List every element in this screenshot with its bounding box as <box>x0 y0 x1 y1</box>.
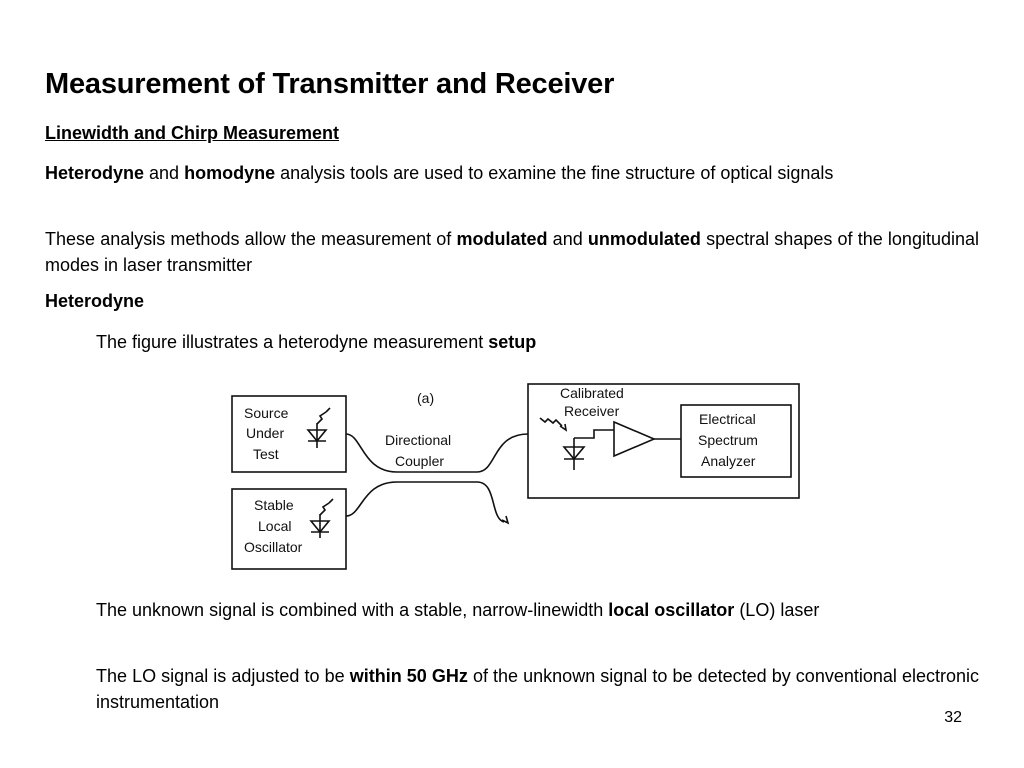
page-number: 32 <box>944 709 962 726</box>
heterodyne-setup-diagram: (a) Source Under Test Stable Local Oscil… <box>231 383 800 570</box>
fiber-lower <box>345 481 505 523</box>
lo-label-line1: Stable <box>254 497 294 513</box>
text: spectral shapes of the longitudinal mode… <box>45 229 979 275</box>
term-local-oscillator: local oscillator <box>608 600 735 620</box>
coupler-label-line1: Directional <box>385 432 451 448</box>
paragraph-lo-adjustment: The LO signal is adjusted to be within 5… <box>96 663 979 715</box>
term-modulated: modulated <box>456 229 548 249</box>
paragraph-analysis-methods: These analysis methods allow the measure… <box>45 226 979 278</box>
laser-diode-icon <box>306 407 331 448</box>
text: and <box>547 229 588 249</box>
analyzer-label-line1: Electrical <box>699 411 756 427</box>
calibrated-receiver-box <box>527 383 800 499</box>
analyzer-label-line3: Analyzer <box>701 453 756 469</box>
term-homodyne: homodyne <box>184 163 276 183</box>
term-unmodulated: unmodulated <box>587 229 701 249</box>
receiver-wire <box>574 429 614 439</box>
text: analysis tools are used to examine the f… <box>275 163 834 183</box>
text: The figure illustrates a heterodyne meas… <box>96 332 489 352</box>
panel-label: (a) <box>417 390 434 406</box>
text: The unknown signal is combined with a st… <box>96 600 609 620</box>
text: The LO signal is adjusted to be <box>96 666 350 686</box>
paragraph-figure-intro: The figure illustrates a heterodyne meas… <box>96 329 979 355</box>
slide-title: Measurement of Transmitter and Receiver <box>45 68 615 100</box>
laser-diode-icon <box>309 498 334 538</box>
fiber-end-icon <box>501 515 510 525</box>
analyzer-label-line2: Spectrum <box>698 432 758 448</box>
text: These analysis methods allow the measure… <box>45 229 457 249</box>
heading-heterodyne: Heterodyne <box>45 291 145 311</box>
receiver-label-line1: Calibrated <box>560 385 624 401</box>
text: of the unknown signal to be detected by … <box>96 666 979 712</box>
source-label-line3: Test <box>253 446 279 462</box>
term-setup: setup <box>488 332 537 352</box>
paragraph-heterodyne-homodyne: Heterodyne and homodyne analysis tools a… <box>45 160 979 186</box>
text: (LO) laser <box>734 600 820 620</box>
lo-label-line3: Oscillator <box>244 539 303 555</box>
photodiode-icon <box>539 417 586 470</box>
term-within-50-ghz: within 50 GHz <box>349 666 468 686</box>
coupler-label-line2: Coupler <box>395 453 444 469</box>
term-heterodyne: Heterodyne <box>45 163 145 183</box>
source-label-line2: Under <box>246 425 284 441</box>
lo-label-line2: Local <box>258 518 291 534</box>
fiber-upper <box>345 433 529 473</box>
receiver-label-line2: Receiver <box>564 403 620 419</box>
local-oscillator-box <box>231 488 347 570</box>
text: and <box>144 163 185 183</box>
spectrum-analyzer-box <box>680 404 792 478</box>
source-label-line1: Source <box>244 405 289 421</box>
paragraph-local-oscillator: The unknown signal is combined with a st… <box>96 597 979 623</box>
amplifier-icon <box>613 420 657 458</box>
section-subtitle: Linewidth and Chirp Measurement <box>45 123 340 143</box>
